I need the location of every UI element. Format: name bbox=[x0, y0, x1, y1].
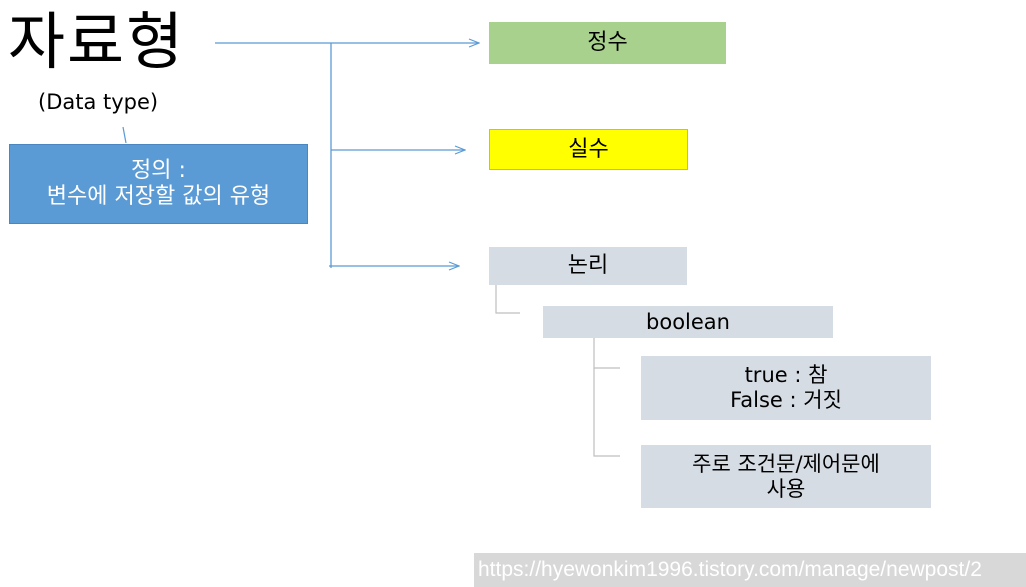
boolean-usage-box: 주로 조건문/제어문에 사용 bbox=[641, 445, 931, 508]
type-real-label: 실수 bbox=[568, 136, 609, 162]
false-value-label: False : 거짓 bbox=[730, 388, 842, 412]
diagram-subtitle: (Data type) bbox=[38, 90, 159, 114]
boolean-label: boolean bbox=[646, 309, 730, 334]
source-url-watermark: https://hyewonkim1996.tistory.com/manage… bbox=[474, 553, 1026, 587]
definition-text: 변수에 저장할 값의 유형 bbox=[46, 184, 271, 209]
definition-box: 정의 : 변수에 저장할 값의 유형 bbox=[9, 144, 308, 224]
usage-line-1: 주로 조건문/제어문에 bbox=[692, 451, 880, 476]
boolean-box: boolean bbox=[543, 306, 833, 338]
boolean-values-box: true : 참 False : 거짓 bbox=[641, 356, 931, 420]
type-integer-label: 정수 bbox=[587, 30, 628, 56]
usage-line-2: 사용 bbox=[766, 476, 806, 501]
true-value-label: true : 참 bbox=[744, 363, 828, 388]
type-real-box: 실수 bbox=[489, 129, 688, 170]
tree-line-logic-boolean bbox=[495, 285, 520, 314]
subtitle-connector bbox=[122, 126, 127, 144]
tree-line-boolean-usage bbox=[593, 368, 620, 457]
tree-line-boolean-values bbox=[593, 338, 620, 369]
diagram-title: 자료형 bbox=[8, 5, 186, 78]
definition-label: 정의 : bbox=[131, 158, 186, 184]
type-integer-box: 정수 bbox=[489, 22, 726, 64]
type-logic-box: 논리 bbox=[489, 247, 687, 285]
type-logic-label: 논리 bbox=[567, 253, 609, 279]
